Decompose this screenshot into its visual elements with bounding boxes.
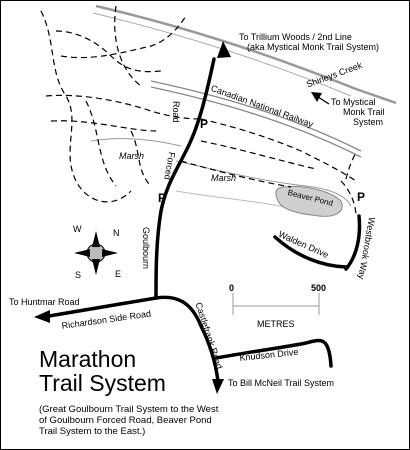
goulbourn-forced-road-line — [154, 57, 216, 300]
beaver-pond — [275, 185, 343, 217]
map-title: Marathon Trail System — [39, 347, 166, 395]
railway-line — [150, 80, 362, 152]
trillium-label: To Trillium Woods / 2nd Line (aka Mystic… — [239, 32, 380, 52]
scale-unit-label: METRES — [257, 319, 295, 329]
title-line-1: Marathon — [39, 346, 137, 372]
shirleys-creek — [95, 4, 397, 105]
compass-rose — [74, 231, 118, 275]
marsh-outline-1 — [90, 138, 182, 147]
map-note: (Great Goulbourn Trail System to the Wes… — [39, 404, 218, 437]
forced-road-label: Road — [171, 101, 181, 123]
scale-bar — [232, 293, 320, 315]
compass-e-label: E — [115, 269, 122, 279]
title-line-2: Trail System — [39, 370, 166, 396]
scale-start-label: 0 — [229, 283, 235, 293]
parking-marker: P — [200, 117, 209, 131]
marsh-outline-2 — [175, 160, 352, 207]
mystical-label: To Mystical Monk Trail System — [331, 97, 385, 127]
huntmar-label: To Huntmar Road — [9, 297, 80, 307]
compass-s-label: S — [75, 270, 82, 280]
note-line-3: Trail System to the East.) — [39, 426, 146, 437]
compass-n-label: N — [113, 228, 120, 238]
note-line-2: of Goulbourn Forced Road, Beaver Pond — [39, 415, 212, 426]
arrow-mystical — [311, 92, 322, 102]
roads — [47, 57, 362, 383]
parking-marker: P — [158, 191, 167, 205]
parking-marker: P — [357, 190, 366, 204]
arrow-trillium — [217, 41, 231, 58]
walden-drive-line — [273, 235, 348, 269]
knudson-drive-line — [214, 338, 333, 368]
richardson-side-road-line — [47, 295, 220, 383]
marsh-label-1: Marsh — [119, 151, 145, 161]
scale-end-label: 500 — [311, 283, 327, 293]
marsh-label-2: Marsh — [211, 173, 237, 183]
note-line-1: (Great Goulbourn Trail System to the Wes… — [39, 404, 219, 415]
goulbourn-label: Goulbourn — [141, 227, 151, 270]
westbrook-way-line — [344, 214, 362, 271]
arrow-bill-mcneil — [212, 379, 224, 394]
bill-mcneil-label: To Bill McNeil Trail System — [228, 378, 335, 388]
compass-w-label: W — [73, 224, 82, 234]
arrow-huntmar — [34, 310, 50, 323]
trail-network — [40, 5, 358, 217]
